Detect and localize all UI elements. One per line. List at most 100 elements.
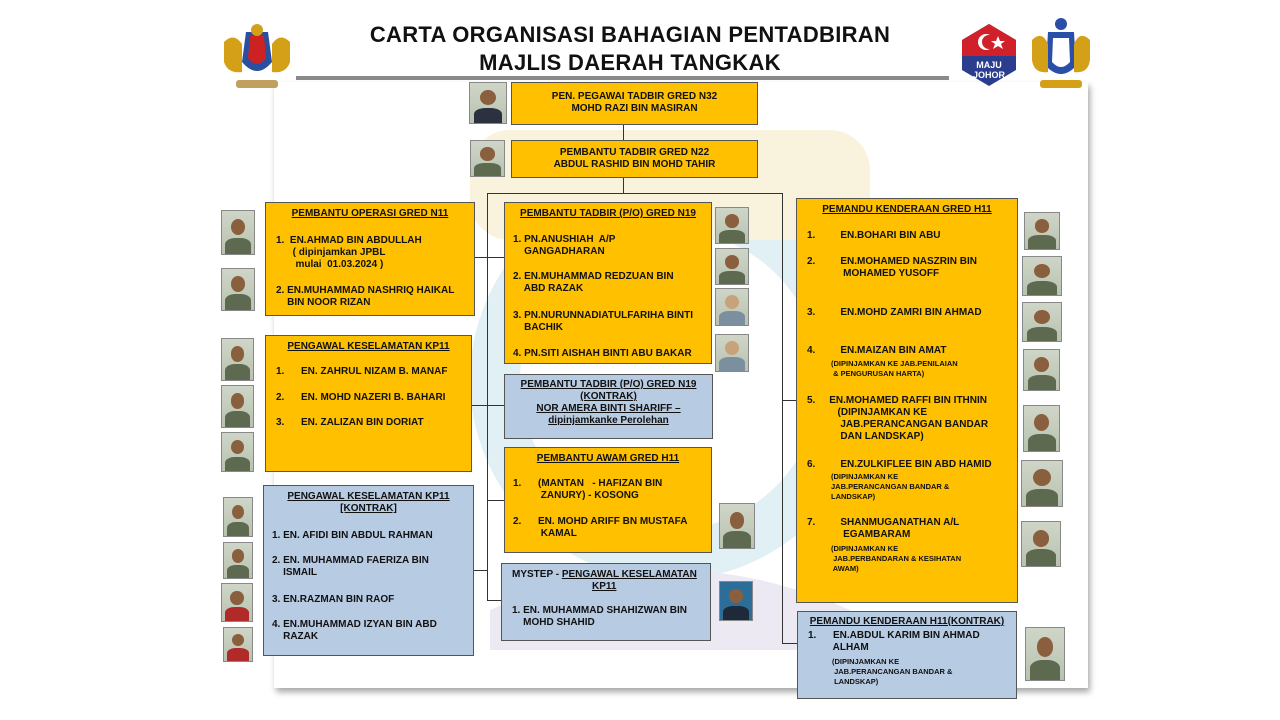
connector-line	[487, 193, 488, 601]
list-item: 4. EN.MAIZAN BIN AMAT	[807, 345, 946, 357]
list-item: 3. EN.RAZMAN BIN RAOF	[272, 594, 394, 606]
top-officer-box: PEN. PEGAWAI TADBIR GRED N32 MOHD RAZI B…	[511, 82, 758, 125]
avatar	[719, 503, 755, 549]
mystep-prefix: MYSTEP -	[512, 569, 562, 580]
list-item: 3. PN.NURUNNADIATULFARIHA BINTI BACHIK	[513, 310, 693, 334]
avatar	[719, 581, 753, 621]
avatar	[221, 583, 253, 622]
tadbir-kontrak-name: NOR AMERA BINTI SHARIFF –	[505, 403, 712, 415]
list-item: 1. EN.BOHARI BIN ABU	[807, 230, 941, 242]
avatar	[1022, 256, 1062, 296]
tadbir-kontrak-note: dipinjamkanke Perolehan	[505, 415, 712, 427]
list-item: 1. EN. AFIDI BIN ABDUL RAHMAN	[272, 530, 433, 542]
avatar	[1022, 302, 1062, 342]
mystep-header: PENGAWAL KESELAMATAN	[562, 569, 697, 580]
connector-line	[487, 500, 504, 501]
connector-line	[782, 193, 783, 643]
connector-line	[487, 193, 783, 194]
list-item: 1. EN.AHMAD BIN ABDULLAH ( dipinjamkan J…	[276, 235, 422, 271]
maju-johor-text: MAJU JOHOR	[960, 60, 1018, 80]
avatar	[221, 338, 254, 381]
avatar	[221, 385, 254, 428]
list-item-note: (DIPINJAMKAN KE JAB.PERANCANGAN BANDAR &…	[831, 472, 949, 502]
list-item-note: (DIPINJAMKAN KE JAB.PERBANDARAN & KESIHA…	[831, 544, 961, 574]
johor-crest-icon	[1026, 16, 1096, 94]
list-item: 2. EN.MOHAMED NASZRIN BIN MOHAMED YUSOFF	[807, 256, 977, 280]
tadbir-kontrak-header-2: (KONTRAK)	[505, 391, 712, 403]
list-item: 1. PN.ANUSHIAH A/P GANGADHARAN	[513, 234, 615, 258]
top-officer-name: MOHD RAZI BIN MASIRAN	[512, 103, 757, 115]
assistant-officer-title: PEMBANTU TADBIR GRED N22	[512, 147, 757, 159]
crest-icon	[216, 22, 298, 94]
pemandu-kontrak-box: PEMANDU KENDERAAN H11(KONTRAK) 1. EN.ABD…	[797, 611, 1017, 699]
pemandu-kontrak-header: PEMANDU KENDERAAN H11(KONTRAK)	[798, 616, 1016, 628]
keselamatan-kontrak-box: PENGAWAL KESELAMATAN KP11 [KONTRAK] 1. E…	[263, 485, 474, 656]
list-item: 2. EN.MUHAMMAD NASHRIQ HAIKAL BIN NOOR R…	[276, 285, 454, 309]
avatar	[715, 334, 749, 372]
operasi-box: PEMBANTU OPERASI GRED N11 1. EN.AHMAD BI…	[265, 202, 475, 316]
avatar	[223, 627, 253, 662]
list-item-note: (DIPINJAMKAN KE JAB.PENILAIAN & PENGURUS…	[831, 359, 958, 379]
avatar	[715, 248, 749, 285]
assistant-officer-name: ABDUL RASHID BIN MOHD TAHIR	[512, 159, 757, 171]
top-officer-title: PEN. PEGAWAI TADBIR GRED N32	[512, 91, 757, 103]
list-item: 1. EN.ABDUL KARIM BIN AHMAD ALHAM	[808, 630, 980, 654]
list-item: 6. EN.ZULKIFLEE BIN ABD HAMID	[807, 459, 992, 471]
connector-line	[623, 177, 624, 193]
connector-line	[623, 124, 624, 141]
keselamatan-box: PENGAWAL KESELAMATAN KP11 1. EN. ZAHRUL …	[265, 335, 472, 472]
pemandu-box: PEMANDU KENDERAAN GRED H11 1. EN.BOHARI …	[796, 198, 1018, 603]
connector-line	[475, 257, 487, 258]
connector-line	[782, 643, 797, 644]
list-item: 3. EN.MOHD ZAMRI BIN AHMAD	[807, 307, 982, 319]
avatar	[1025, 627, 1065, 681]
list-item: 3. EN. ZALIZAN BIN DORIAT	[276, 417, 424, 429]
awam-header: PEMBANTU AWAM GRED H11	[505, 453, 711, 465]
assistant-officer-box: PEMBANTU TADBIR GRED N22 ABDUL RASHID BI…	[511, 140, 758, 178]
avatar	[221, 210, 255, 255]
avatar	[715, 207, 749, 244]
avatar	[223, 542, 253, 579]
connector-line	[487, 257, 504, 258]
page-subtitle: MAJLIS DAERAH TANGKAK	[300, 50, 960, 76]
mystep-box: MYSTEP - PENGAWAL KESELAMATAN KP11 1. EN…	[501, 563, 711, 641]
list-item: 2. EN. MOHD NAZERI B. BAHARI	[276, 392, 445, 404]
tadbir-kontrak-box: PEMBANTU TADBIR (P/O) GRED N19 (KONTRAK)…	[504, 374, 713, 439]
list-item: 1. EN. ZAHRUL NIZAM B. MANAF	[276, 366, 447, 378]
avatar	[1024, 212, 1060, 250]
list-item-note: (DIPINJAMKAN KE JAB.PERANCANGAN BANDAR &…	[832, 657, 952, 687]
list-item: 2. EN.MUHAMMAD REDZUAN BIN ABD RAZAK	[513, 271, 674, 295]
list-item: 1. EN. MUHAMMAD SHAHIZWAN BIN MOHD SHAHI…	[512, 605, 687, 629]
list-item: 2. EN. MUHAMMAD FAERIZA BIN ISMAIL	[272, 555, 429, 579]
connector-line	[474, 570, 487, 571]
list-item: 4. PN.SITI AISHAH BINTI ABU BAKAR	[513, 348, 692, 360]
list-item: 2. EN. MOHD ARIFF BN MUSTAFA KAMAL	[513, 516, 687, 540]
keselamatan-header: PENGAWAL KESELAMATAN KP11	[266, 341, 471, 353]
avatar	[1023, 349, 1060, 391]
list-item: 1. (MANTAN - HAFIZAN BIN ZANURY) - KOSON…	[513, 478, 662, 502]
list-item: 4. EN.MUHAMMAD IZYAN BIN ABD RAZAK	[272, 619, 437, 643]
mystep-header-row: MYSTEP - PENGAWAL KESELAMATAN	[512, 569, 697, 581]
tadbir-box: PEMBANTU TADBIR (P/O) GRED N19 1. PN.ANU…	[504, 202, 712, 364]
avatar	[1021, 521, 1061, 567]
connector-line	[472, 405, 487, 406]
awam-box: PEMBANTU AWAM GRED H11 1. (MANTAN - HAFI…	[504, 447, 712, 553]
list-item: 5. EN.MOHAMED RAFFI BIN ITHNIN (DIPINJAM…	[807, 395, 988, 443]
keselamatan-kontrak-header-2: [KONTRAK]	[264, 503, 473, 515]
page-title: CARTA ORGANISASI BAHAGIAN PENTADBIRAN	[300, 22, 960, 48]
tadbir-header: PEMBANTU TADBIR (P/O) GRED N19	[505, 208, 711, 220]
avatar	[223, 497, 253, 537]
avatar	[1021, 460, 1063, 507]
maju-johor-logo: MAJU JOHOR	[960, 22, 1018, 88]
avatar	[221, 432, 254, 472]
list-item: 7. SHANMUGANATHAN A/L EGAMBARAM	[807, 517, 959, 541]
avatar	[221, 268, 255, 311]
avatar	[715, 288, 749, 326]
avatar	[1023, 405, 1060, 452]
connector-line	[782, 400, 796, 401]
title-underline	[296, 76, 949, 80]
connector-line	[487, 405, 504, 406]
mystep-header-2: KP11	[592, 581, 616, 593]
avatar	[469, 82, 507, 124]
connector-line	[487, 600, 502, 601]
